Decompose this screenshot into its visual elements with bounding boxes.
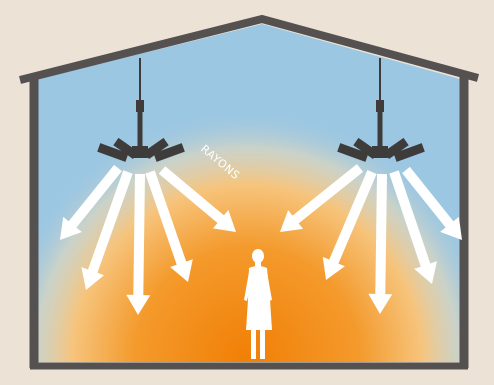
right-ray-arrow-1 (280, 164, 364, 232)
left-ray-arrow-1 (60, 164, 122, 240)
right-ray-arrow-2 (322, 170, 377, 280)
person-silhouette (244, 249, 272, 359)
left-ray-arrow-4 (145, 170, 193, 282)
left-ray-arrow-3 (126, 173, 151, 315)
right-ray-arrow-3 (368, 173, 393, 314)
left-ray-arrow-2 (81, 170, 133, 290)
right-ray-arrow-4 (389, 170, 437, 284)
right-ray-arrow-5 (402, 166, 462, 240)
heat-rays (60, 164, 462, 315)
house-frame (19, 14, 480, 370)
roof-line (19, 14, 480, 84)
right-heater (337, 58, 425, 162)
left-heater (97, 58, 185, 162)
left-ray-arrow-5 (158, 166, 236, 232)
